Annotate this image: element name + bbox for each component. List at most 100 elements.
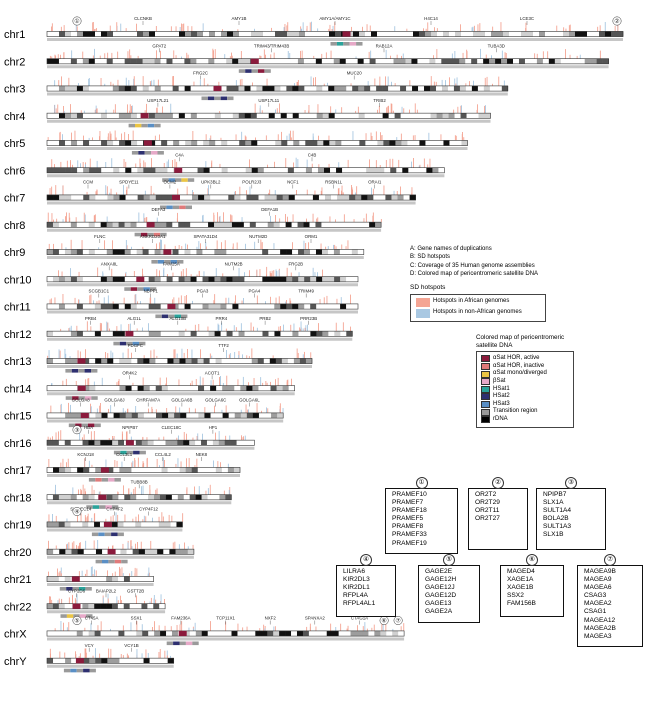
sd-hotspot-bar [254, 103, 256, 114]
cytoband [218, 440, 226, 446]
cytoband [315, 58, 323, 64]
cytoband [89, 140, 96, 146]
cytoband [184, 222, 191, 228]
cytoband [137, 467, 144, 473]
cytoband [274, 85, 281, 92]
cytoband [149, 467, 156, 473]
sd-hotspot-bar [146, 437, 148, 441]
cytoband [240, 385, 247, 391]
cytoband [298, 85, 305, 92]
cytoband [503, 31, 510, 37]
sd-hotspot-bar [273, 626, 275, 631]
cytoband [566, 58, 574, 64]
sd-hotspot-bar [112, 515, 114, 522]
chromosome-outline [46, 494, 232, 501]
satellite-segment [151, 151, 158, 155]
sd-hotspot-bar [492, 26, 494, 32]
sd-hotspot-bar [124, 514, 126, 522]
cytoband [100, 113, 108, 119]
centromere [98, 494, 107, 500]
gene-label: FLNC [94, 234, 105, 239]
sd-hotspot-bar [144, 600, 145, 604]
cytoband [483, 58, 490, 64]
sd-hotspot-bar [148, 323, 149, 332]
cytoband [167, 140, 174, 146]
cytoband [425, 31, 432, 37]
satellite-segment [126, 450, 134, 455]
sd-hotspot-bar [112, 436, 113, 441]
sd-hotspot-bar [614, 25, 616, 32]
sd-hotspot-bar [109, 192, 111, 195]
satellite-segment [166, 641, 174, 646]
sd-hotspot-bar [50, 405, 52, 413]
legend-item: αSat mono/diverged [481, 370, 569, 378]
sd-hotspot-bar [396, 137, 398, 141]
sd-hotspot-bar [185, 328, 187, 332]
cytoband [106, 440, 113, 446]
sd-hotspot-bar [138, 514, 139, 522]
gene-family-marker-number: ③ [74, 427, 79, 434]
sd-hotspot-bar [374, 78, 376, 86]
gene-family-box: ⑥ MAGED4 XAGE1A XAGE1B SSX2 FAM156B [500, 554, 564, 617]
gene-label: NUTM2B [225, 261, 243, 266]
cytoband [185, 385, 193, 391]
sd-hotspot-bar [456, 77, 458, 86]
sd-hotspot-bar [186, 52, 188, 59]
gene-label: SIGLEC14 [70, 507, 92, 512]
cytoband [299, 358, 307, 364]
gene-name: NPIPB7 [543, 491, 567, 498]
sd-hotspot-bar [106, 216, 108, 223]
satellite-segment [91, 532, 99, 537]
sd-hotspot-bar [148, 567, 150, 577]
gene-label: NPIPB7 [122, 425, 138, 430]
cytoband [125, 194, 132, 201]
cytoband [101, 358, 108, 364]
gene-label: CYP2D6 [68, 588, 86, 593]
cytoband [137, 358, 144, 364]
cytoband [201, 440, 208, 446]
sd-hotspot-bar [112, 301, 114, 304]
cytoband [125, 467, 132, 473]
gene-label: PDGFC [128, 343, 143, 348]
sd-hotspot-bar [128, 134, 129, 141]
sd-hotspot-bar [162, 106, 163, 114]
cytoband [405, 58, 412, 64]
sd-hotspot-bar [312, 267, 314, 277]
cytoband [269, 140, 276, 146]
sd-hotspot-bar [122, 543, 124, 550]
sd-hotspot-bar [231, 215, 233, 223]
cytoband [131, 358, 138, 364]
sd-hotspot-bar [284, 24, 286, 32]
satellite-segment [151, 260, 158, 264]
sd-hotspot-bar [153, 192, 155, 195]
sd-hotspot-bar [66, 544, 67, 550]
sd-hotspot-bar [172, 160, 173, 168]
sd-hotspot-bar [286, 267, 288, 277]
sd-hotspot-bar [461, 134, 463, 141]
sd-hotspot-bar [53, 219, 54, 223]
sd-hotspot-bar [194, 408, 196, 413]
sd-hotspot-bar [49, 188, 51, 195]
centromere [77, 358, 86, 364]
cytoband [131, 167, 138, 173]
sd-hotspot-bar [100, 78, 102, 86]
sd-hotspot-bar [105, 459, 107, 468]
cytoband [238, 58, 245, 64]
cytoband [202, 58, 209, 64]
cytoband [287, 140, 294, 146]
cytoband [141, 440, 149, 446]
gene-family-marker [72, 507, 82, 516]
sd-hotspot-bar [315, 626, 317, 631]
sd-hotspot-bar [87, 513, 89, 522]
sd-hotspot-bar [214, 294, 216, 304]
gene-label: AMY1A/AMY1C [319, 16, 350, 21]
sd-hotspot-bar [159, 465, 160, 468]
cytoband [201, 494, 208, 500]
cytoband [209, 167, 216, 173]
cytoband [227, 31, 234, 37]
sd-hotspot-bar [129, 110, 131, 114]
sd-hotspot-bar [196, 436, 198, 441]
sd-hotspot-bar [217, 461, 219, 468]
cytoband [159, 440, 166, 446]
cytoband [402, 167, 409, 173]
